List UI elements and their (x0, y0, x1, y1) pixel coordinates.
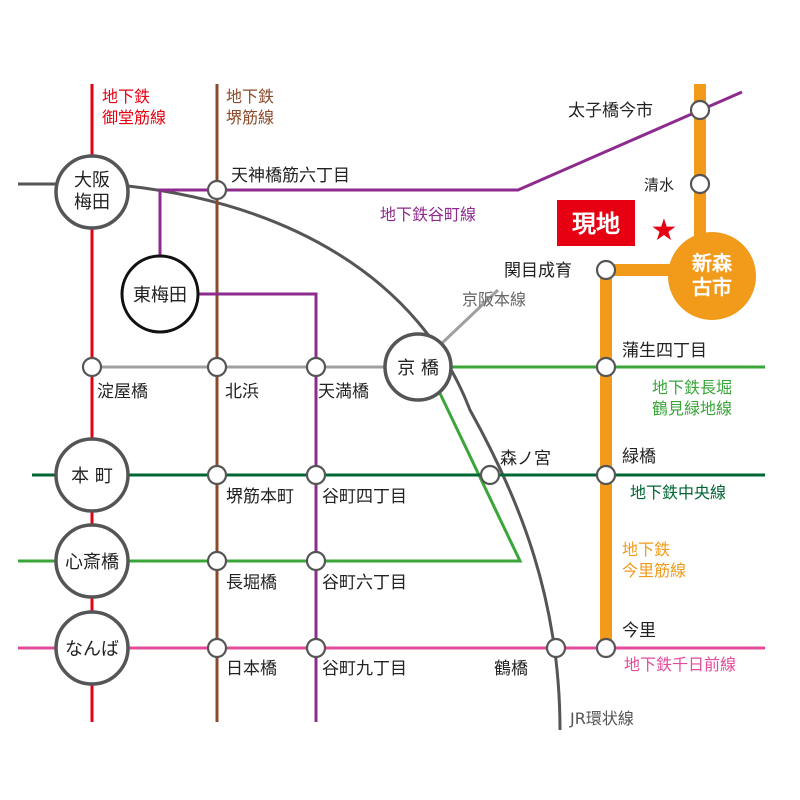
station-label-tanimachi6: 谷町六丁目 (322, 573, 407, 593)
station-label-tenjimbashi: 天神橋筋六丁目 (231, 166, 350, 186)
jr-loop-line (18, 182, 562, 731)
text-line: 新森 (692, 251, 733, 275)
hub-kyobashi[interactable] (383, 332, 453, 402)
station-dot-imazato[interactable] (595, 637, 617, 659)
station-label-nagahoribashi: 長堀橋 (226, 573, 277, 593)
station-label-tsuruhashi: 鶴橋 (494, 659, 528, 679)
text-line: 堺筋線 (226, 108, 274, 127)
station-label-sakaisuji-hommachi: 堺筋本町 (226, 487, 294, 507)
station-dot-gamo4[interactable] (595, 356, 617, 378)
line-label-midosuji: 地下鉄御堂筋線 (102, 87, 166, 127)
station-label-imazato: 今里 (622, 621, 656, 641)
hub-umeda-label: 大阪梅田 (74, 170, 110, 213)
station-label-temmabashi: 天満橋 (318, 382, 369, 402)
station-label-tanimachi4: 谷町四丁目 (322, 487, 407, 507)
station-label-gamo4: 蒲生四丁目 (622, 341, 707, 361)
station-dot-sakaisuji-hommachi[interactable] (206, 464, 228, 486)
station-dot-tanimachi6[interactable] (305, 550, 327, 572)
station-dot-nippombashi[interactable] (206, 637, 228, 659)
hub-hommachi[interactable] (54, 437, 130, 513)
line-label-tanimachi: 地下鉄谷町線 (380, 205, 476, 224)
station-label-morinomiya: 森ノ宮 (500, 449, 551, 469)
line-label-chuo: 地下鉄中央線 (630, 483, 726, 502)
station-label-kitahama: 北浜 (225, 382, 259, 402)
hub-higashi-umeda-label: 東梅田 (133, 285, 187, 306)
station-label-yodoyabashi: 淀屋橋 (97, 382, 148, 402)
hub-shin-morimachi-label: 新森古市 (692, 251, 733, 299)
site-label: 現地 (572, 210, 620, 238)
keihan-line-branch (438, 288, 500, 347)
hub-shin-morimachi[interactable] (668, 232, 756, 320)
text-line: 御堂筋線 (102, 108, 166, 127)
station-label-midoribashi: 緑橋 (622, 447, 656, 467)
hub-shinsaibashi[interactable] (54, 523, 130, 599)
station-label-nippombashi: 日本橋 (226, 659, 277, 679)
tanimachi-line-south (195, 292, 318, 722)
station-dot-tsuruhashi[interactable] (545, 637, 567, 659)
station-dot-taishibashi[interactable] (689, 99, 711, 121)
station-label-shimizu: 清水 (644, 176, 674, 194)
station-dot-temmabashi[interactable] (305, 356, 327, 378)
hub-namba[interactable] (54, 610, 130, 686)
text-line: 梅田 (74, 192, 110, 213)
site-label-box (557, 200, 635, 246)
line-label-imazatosuji: 地下鉄今里筋線 (622, 540, 686, 580)
station-dot-shimizu[interactable] (689, 173, 711, 195)
text-line: 地下鉄 (622, 540, 670, 559)
hub-hommachi-label: 本 町 (71, 466, 113, 487)
station-label-tanimachi9: 谷町九丁目 (322, 659, 407, 679)
line-label-keihan: 京阪本線 (462, 290, 526, 309)
text-line: 大阪 (74, 170, 110, 191)
hub-namba-label: なんば (65, 639, 119, 660)
station-dot-midoribashi[interactable] (595, 464, 617, 486)
tanimachi-line (158, 90, 743, 258)
station-dot-tanimachi4[interactable] (305, 464, 327, 486)
text-line: 古市 (692, 275, 732, 299)
star-icon: ★ (651, 213, 678, 248)
hub-shinsaibashi-label: 心斎橋 (65, 552, 119, 573)
station-dot-tenjimbashi[interactable] (206, 179, 228, 201)
station-dot-kitahama[interactable] (206, 356, 228, 378)
station-dot-yodoyabashi[interactable] (81, 356, 103, 378)
text-line: 鶴見緑地線 (652, 399, 732, 418)
station-dot-sekime[interactable] (595, 259, 617, 281)
hub-higashi-umeda[interactable] (120, 254, 200, 334)
text-line: 地下鉄 (226, 87, 274, 106)
text-line: 地下鉄長堀 (652, 378, 732, 397)
line-label-jr: JR環状線 (569, 709, 634, 728)
station-dot-nagahoribashi[interactable] (206, 550, 228, 572)
station-dot-morinomiya[interactable] (479, 464, 501, 486)
line-label-nagahori: 地下鉄長堀鶴見緑地線 (652, 378, 732, 418)
text-line: 今里筋線 (622, 561, 686, 580)
hub-umeda[interactable] (54, 154, 130, 230)
station-label-sekime: 関目成育 (504, 261, 572, 281)
line-label-sakaisuji: 地下鉄堺筋線 (226, 87, 274, 127)
station-label-taishibashi: 太子橋今市 (568, 101, 653, 121)
line-label-sennichimae: 地下鉄千日前線 (624, 655, 736, 674)
text-line: 地下鉄 (102, 87, 150, 106)
hub-kyobashi-label: 京 橋 (397, 358, 439, 379)
station-dot-tanimachi9[interactable] (305, 637, 327, 659)
